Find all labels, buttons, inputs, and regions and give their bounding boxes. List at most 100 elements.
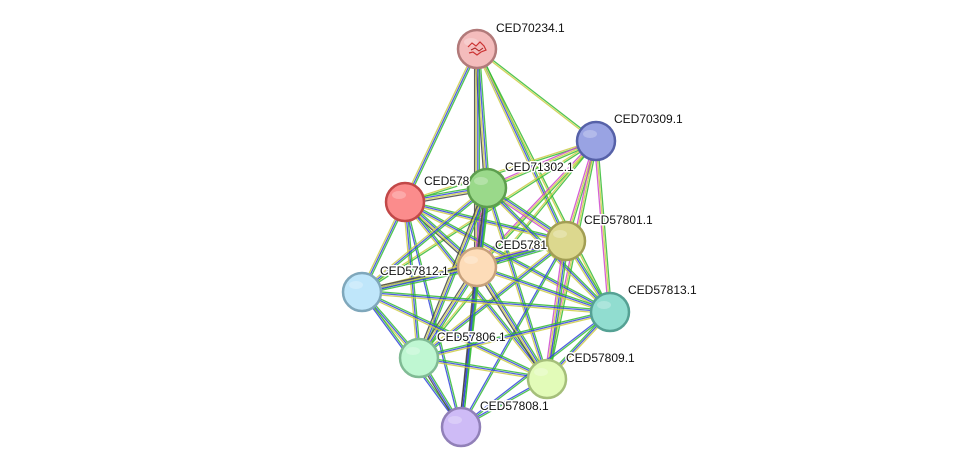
edge-strand — [476, 267, 610, 315]
edge-strand — [485, 188, 610, 314]
edge-strand — [402, 48, 477, 202]
node-ced57813-1[interactable] — [589, 291, 631, 333]
node-label: CED57808.1 — [480, 399, 549, 413]
node-ced5781x[interactable] — [456, 246, 498, 288]
edge-strand — [476, 140, 597, 268]
edge-strand — [360, 186, 487, 292]
node-label: CED57812.1 — [380, 264, 449, 278]
edge-strand — [361, 187, 488, 293]
node-highlight — [583, 130, 597, 138]
edge-strand — [477, 266, 549, 379]
node-ced70234-1[interactable] — [456, 28, 498, 70]
edge-strand — [417, 140, 596, 358]
node-highlight — [597, 301, 611, 309]
edge-strand — [418, 311, 611, 359]
edge-strand — [593, 141, 610, 313]
edge-ced70234-1-ced70309-1 — [476, 47, 597, 143]
node-highlight — [464, 256, 478, 264]
node-circle[interactable] — [575, 120, 617, 162]
edge-strand — [478, 265, 550, 379]
edge-strand — [475, 139, 596, 267]
edge-strand — [362, 289, 548, 379]
node-circle[interactable] — [545, 220, 587, 262]
edge-strand — [474, 49, 566, 242]
edge-strand — [545, 240, 566, 379]
node-highlight — [392, 191, 406, 199]
node-circle[interactable] — [440, 406, 482, 448]
edge-strand — [361, 292, 547, 382]
edge-strand — [548, 241, 570, 380]
node-ced57808-1[interactable] — [440, 406, 482, 448]
edge-strand — [478, 48, 491, 188]
edge-ced70234-1-ced57813-1 — [475, 48, 612, 313]
node-circle[interactable] — [456, 246, 498, 288]
node-label-halo: CED57813.1 — [628, 283, 697, 297]
node-label-halo: CED71302.1 — [505, 160, 574, 174]
node-ced57806-1[interactable] — [398, 337, 440, 379]
edge-strand — [361, 291, 611, 313]
edge-ced57806-1-ced57813-1 — [418, 309, 611, 361]
edge-strand — [403, 202, 461, 428]
node-label-halo: CED57806.1 — [437, 330, 506, 344]
node-circle[interactable] — [398, 337, 440, 379]
node-label: CED71302.1 — [505, 160, 574, 174]
edge-strand — [475, 49, 610, 313]
edge-strand — [486, 187, 548, 380]
node-label: CED57806.1 — [437, 330, 506, 344]
edge-ced70309-1-ced578xx — [404, 139, 597, 204]
edge-strand — [362, 289, 611, 312]
node-ced57812-1[interactable] — [341, 271, 383, 313]
edge-strand — [547, 141, 599, 380]
node-highlight — [448, 416, 462, 424]
node-label-halo: CED70309.1 — [614, 112, 683, 126]
node-highlight — [349, 281, 363, 289]
edge-strand — [477, 48, 612, 312]
node-highlight — [464, 38, 478, 46]
node-highlight — [406, 347, 420, 355]
edge-strand — [419, 355, 548, 379]
edge-ced57812-1-ced57809-1 — [361, 289, 548, 382]
node-label: CED57801.1 — [584, 213, 653, 227]
edge-strand — [361, 292, 610, 315]
node-label: CED57813.1 — [628, 283, 697, 297]
node-label-halo: CED578 — [424, 174, 470, 188]
edge-ced57812-1-ced57813-1 — [361, 289, 611, 315]
node-label-halo: CED5781 — [495, 238, 547, 252]
edge-strand — [418, 240, 567, 359]
labels-layer: CED70234.1CED70234.1CED70309.1CED70309.1… — [379, 20, 699, 415]
edge-strand — [477, 264, 611, 312]
node-highlight — [553, 230, 567, 238]
edge-strand — [404, 139, 596, 202]
edge-strand — [595, 140, 611, 313]
node-label: CED70234.1 — [496, 21, 565, 35]
node-label: CED70309.1 — [614, 112, 683, 126]
edge-ced5781x-ced57813-1 — [476, 264, 611, 315]
node-ced71302-1[interactable] — [466, 167, 508, 209]
node-ced578xx[interactable] — [384, 181, 426, 223]
edge-strand — [405, 49, 480, 203]
edge-strand — [418, 309, 610, 358]
edge-strand — [404, 48, 478, 203]
node-label-halo: CED70234.1 — [496, 21, 565, 35]
node-ced70309-1[interactable] — [575, 120, 617, 162]
edge-strand — [476, 49, 596, 143]
node-ced57809-1[interactable] — [526, 358, 568, 400]
node-label-halo: CED57812.1 — [380, 264, 449, 278]
node-label: CED57809.1 — [566, 351, 635, 365]
edge-strand — [362, 188, 489, 294]
node-circle[interactable] — [526, 358, 568, 400]
edge-ced71302-1-ced57812-1 — [360, 186, 489, 294]
node-circle[interactable] — [341, 271, 383, 313]
node-circle[interactable] — [466, 167, 508, 209]
node-circle[interactable] — [589, 291, 631, 333]
edge-strand — [596, 140, 613, 312]
node-label: CED5781 — [495, 238, 547, 252]
node-ced57801-1[interactable] — [545, 220, 587, 262]
edge-ced70309-1-ced57813-1 — [593, 140, 613, 313]
edge-strand — [476, 266, 611, 313]
node-label-halo: CED57809.1 — [566, 351, 635, 365]
node-label: CED578 — [424, 174, 470, 188]
edge-strand — [419, 312, 611, 361]
node-circle[interactable] — [384, 181, 426, 223]
